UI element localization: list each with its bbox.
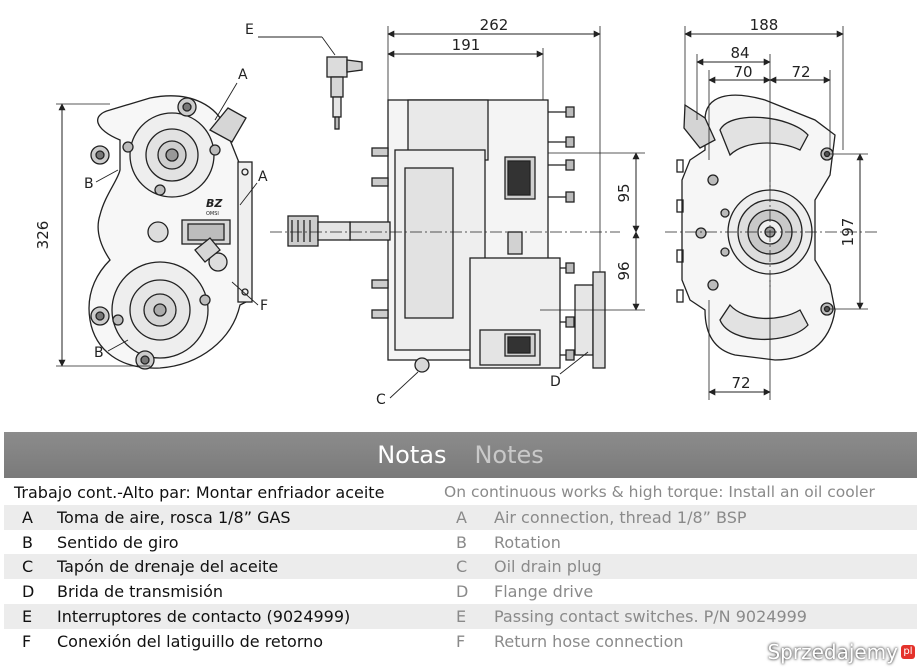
note-letter-en: F: [456, 631, 466, 651]
brand-logo: BZ: [206, 197, 223, 210]
notes-header-row: Trabajo cont.-Alto par: Montar enfriador…: [4, 480, 917, 505]
note-text-en: Oil drain plug: [494, 557, 602, 577]
note-text-en: Passing contact switches. P/N 9024999: [494, 606, 807, 626]
note-letter-es: B: [22, 532, 33, 552]
note-letter-en: B: [456, 532, 467, 552]
front-view: [88, 95, 253, 370]
notes-title-en: Notes: [474, 441, 544, 469]
dim-84: 84: [730, 44, 749, 62]
watermark: Sprzedajemy pl: [767, 640, 915, 664]
notes-table: Trabajo cont.-Alto par: Montar enfriador…: [4, 480, 917, 654]
notes-banner: Notas Notes: [4, 432, 917, 478]
note-text-en: Air connection, thread 1/8” BSP: [494, 507, 747, 527]
header-en: On continuous works & high torque: Insta…: [444, 483, 875, 501]
dim-72-top: 72: [791, 63, 810, 81]
dim-95: 95: [615, 183, 633, 202]
dim-262: 262: [480, 16, 509, 34]
dim-326: 326: [34, 221, 52, 250]
note-text-en: Flange drive: [494, 582, 594, 602]
back-view: [676, 94, 836, 361]
note-row: A Toma de aire, rosca 1/8” GAS A Air con…: [4, 504, 917, 530]
note-text-es: Interruptores de contacto (9024999): [57, 606, 351, 626]
dim-197: 197: [839, 218, 857, 247]
note-letter-es: A: [22, 507, 33, 527]
note-text-es: Brida de transmisión: [57, 582, 224, 602]
note-row: C Tapón de drenaje del aceite C Oil drai…: [4, 554, 917, 580]
note-letter-es: F: [22, 631, 32, 651]
note-letter-es: D: [22, 582, 35, 602]
drawing-svg: BZ OMSI: [34, 16, 880, 408]
side-view: [287, 99, 606, 373]
note-letter-en: C: [456, 557, 468, 577]
note-text-es: Conexión del latiguillo de retorno: [57, 631, 324, 651]
technical-drawing: BZ OMSI: [34, 16, 880, 408]
header-es: Trabajo cont.-Alto par: Montar enfriador…: [14, 483, 385, 502]
watermark-text: Sprzedajemy: [767, 640, 898, 664]
callout-f: F: [260, 298, 268, 314]
callout-b-top: B: [84, 176, 94, 192]
note-text-en: Return hose connection: [494, 631, 684, 651]
note-text-en: Rotation: [494, 532, 561, 552]
note-letter-en: D: [456, 582, 469, 602]
note-letter-es: E: [22, 606, 33, 626]
note-text-es: Tapón de drenaje del aceite: [57, 557, 279, 577]
note-letter-en: E: [456, 606, 467, 626]
dim-191: 191: [452, 36, 481, 54]
callout-d: D: [550, 374, 561, 390]
note-row: D Brida de transmisión D Flange drive: [4, 579, 917, 604]
dim-188: 188: [750, 16, 779, 34]
dim-72-bottom: 72: [731, 374, 750, 392]
watermark-badge: pl: [901, 645, 915, 659]
callout-e: E: [245, 22, 254, 38]
callout-c: C: [376, 392, 386, 408]
note-row: F Conexión del latiguillo de retorno F R…: [4, 629, 917, 654]
callout-a-side: A: [258, 169, 268, 185]
brand-logo-sub: OMSI: [206, 211, 219, 217]
callout-b-bottom: B: [94, 345, 104, 361]
callout-a-top: A: [238, 67, 248, 83]
notes-title-es: Notas: [377, 441, 447, 469]
note-letter-en: A: [456, 507, 467, 527]
note-letter-es: C: [22, 557, 34, 577]
note-text-es: Toma de aire, rosca 1/8” GAS: [57, 507, 291, 527]
note-row: E Interruptores de contacto (9024999) E …: [4, 603, 917, 629]
dim-96: 96: [615, 261, 633, 280]
note-text-es: Sentido de giro: [57, 532, 179, 552]
dim-70: 70: [733, 63, 752, 81]
note-row: B Sentido de giro B Rotation: [4, 530, 917, 555]
